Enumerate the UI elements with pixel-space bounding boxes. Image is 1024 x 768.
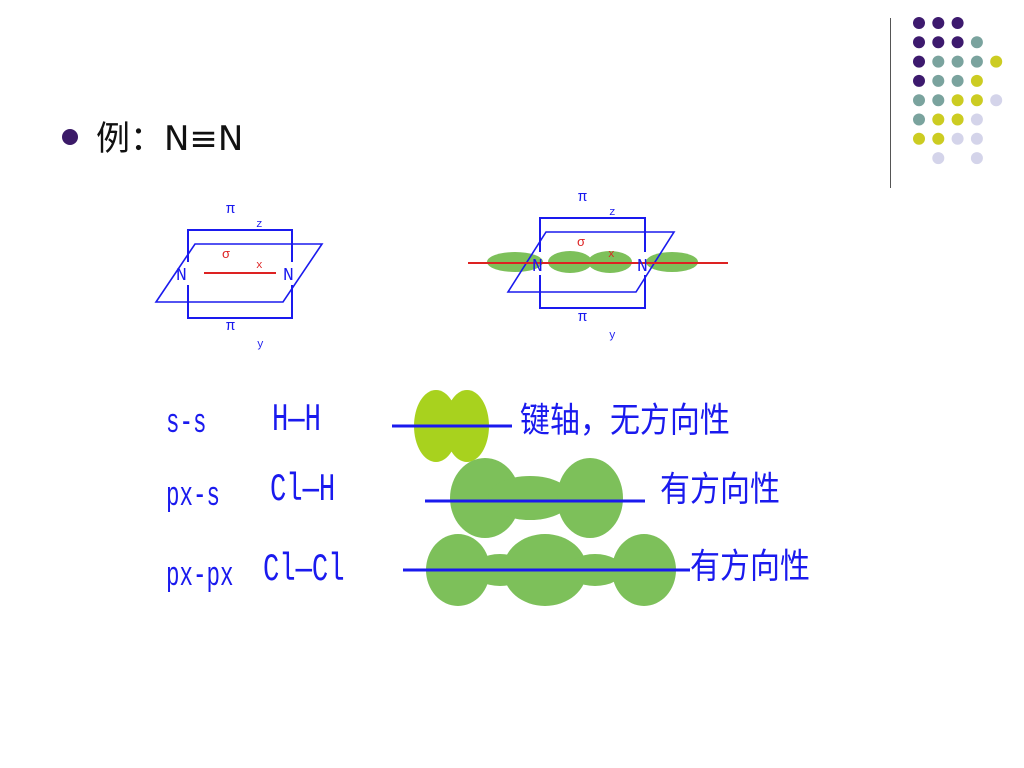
decor-dot bbox=[951, 74, 964, 87]
decor-dot bbox=[970, 152, 983, 165]
pi-z-plane-top bbox=[187, 229, 293, 262]
p-orbital-node bbox=[488, 476, 572, 520]
decor-dot bbox=[970, 74, 983, 87]
bullet-dot-icon bbox=[62, 129, 78, 145]
decor-dot bbox=[951, 55, 964, 68]
bond-row-s-s: s-s H—H 键轴，无方向性 bbox=[166, 390, 730, 462]
pi-z-label: π bbox=[578, 189, 587, 206]
decor-dot bbox=[932, 113, 945, 126]
pi-z-plane-top bbox=[539, 217, 646, 252]
decor-dot bbox=[990, 94, 1003, 107]
decor-dot bbox=[913, 55, 925, 68]
z-axis-label: z bbox=[609, 207, 616, 219]
decor-dot bbox=[913, 94, 925, 107]
molecule-label: Cl—Cl bbox=[263, 549, 345, 593]
molecule-label: Cl—H bbox=[270, 469, 335, 513]
decor-dot bbox=[932, 36, 945, 49]
decor-divider bbox=[890, 18, 891, 188]
decor-dot bbox=[970, 94, 983, 107]
sigma-label: σ bbox=[222, 247, 230, 262]
decor-dot bbox=[990, 55, 1003, 68]
decor-dot bbox=[932, 17, 945, 29]
decor-dot bbox=[932, 152, 945, 165]
decor-dot bbox=[951, 132, 964, 145]
bond-note: 有方向性 bbox=[660, 469, 780, 510]
pi-y-label: π bbox=[226, 318, 235, 335]
n2-diagram-right: N N σ x π z π y bbox=[468, 189, 728, 342]
decor-dot bbox=[913, 36, 925, 49]
x-axis-label: x bbox=[608, 249, 615, 261]
decor-dot bbox=[951, 113, 964, 126]
p-orbital-lobe-left bbox=[450, 458, 520, 538]
bond-note: 有方向性 bbox=[690, 546, 810, 587]
z-axis-label: z bbox=[256, 219, 263, 231]
bond-row-px-px: px-px Cl—Cl 有方向性 bbox=[166, 534, 810, 606]
y-axis-label: y bbox=[609, 330, 616, 342]
decor-dot bbox=[970, 36, 983, 49]
n-atom-right: N bbox=[283, 266, 294, 286]
bullet-item: 例：N≡N bbox=[62, 110, 243, 160]
x-axis-label: x bbox=[256, 260, 263, 272]
decor-dot bbox=[913, 74, 925, 87]
molecule-label: H—H bbox=[272, 399, 321, 443]
sigma-label: σ bbox=[577, 235, 585, 250]
decor-dot bbox=[932, 55, 945, 68]
decor-dot bbox=[970, 113, 983, 126]
s-orbital-overlap bbox=[557, 458, 623, 538]
decor-dot bbox=[951, 36, 964, 49]
sigma-plane bbox=[506, 231, 676, 293]
decor-dot bbox=[951, 94, 964, 107]
bond-type-label: px-px bbox=[166, 557, 233, 596]
bond-type-label: s-s bbox=[166, 404, 206, 443]
decor-dot bbox=[932, 94, 945, 107]
decor-dot bbox=[913, 17, 925, 29]
n2-diagram-left: N N σ x π z π y bbox=[154, 201, 324, 351]
pi-y-label: π bbox=[578, 309, 587, 326]
bond-row-px-s: px-s Cl—H 有方向性 bbox=[166, 458, 780, 538]
decor-dot bbox=[951, 17, 964, 29]
decor-dot bbox=[970, 132, 983, 145]
decor-dot bbox=[932, 132, 945, 145]
bond-type-label: px-s bbox=[166, 477, 220, 516]
pi-z-label: π bbox=[226, 201, 235, 218]
n-atom-left: N bbox=[532, 257, 543, 277]
decor-dot bbox=[970, 55, 983, 68]
bond-note: 键轴，无方向性 bbox=[520, 400, 730, 441]
decor-dot bbox=[913, 113, 925, 126]
n-atom-left: N bbox=[176, 266, 187, 286]
y-axis-label: y bbox=[257, 339, 264, 351]
bullet-text: 例：N≡N bbox=[96, 118, 244, 159]
decor-dot bbox=[932, 74, 945, 87]
decor-dot-grid bbox=[913, 17, 1003, 165]
sigma-plane bbox=[154, 243, 324, 303]
decor-dot bbox=[913, 132, 925, 145]
n-atom-right: N bbox=[637, 257, 648, 277]
